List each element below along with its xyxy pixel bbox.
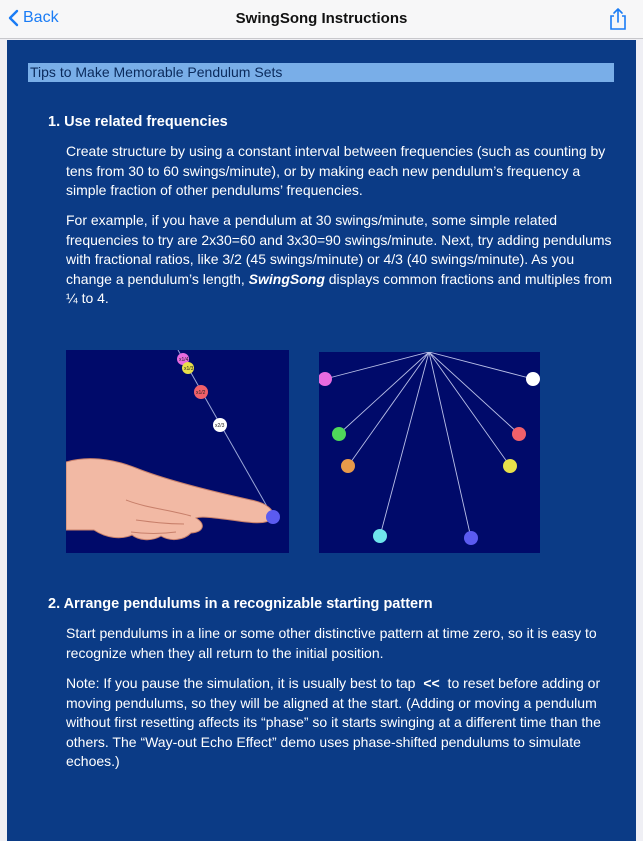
- pendulum-bob: [526, 372, 540, 386]
- marker-label: x2/3: [215, 423, 225, 429]
- pendulum-bob: [318, 372, 332, 386]
- pendulum-bob: [464, 531, 478, 545]
- back-button-label: Back: [23, 9, 59, 26]
- section-2-paragraph-1: Start pendulums in a line or some other …: [66, 625, 597, 661]
- instructions-content[interactable]: Tips to Make Memorable Pendulum Sets 1. …: [7, 40, 636, 841]
- figure-right-svg: [318, 351, 540, 545]
- paragraph-text: For example, if you have a pendulum at 3…: [66, 212, 612, 287]
- pendulum-bob: [266, 510, 280, 524]
- section-1-heading: 1. Use related frequencies: [48, 114, 228, 130]
- marker-half: [194, 385, 208, 399]
- pendulum-pattern-figure: [318, 351, 540, 553]
- marker-label: x1/4: [179, 357, 189, 363]
- marker-quarter: [177, 353, 189, 365]
- navigation-bar: Back SwingSong Instructions: [0, 0, 643, 39]
- page-title: SwingSong Instructions: [235, 10, 408, 27]
- pendulum-bob: [512, 427, 526, 441]
- marker-two-thirds: [213, 418, 227, 432]
- marker-third: [182, 362, 194, 374]
- share-button[interactable]: [609, 7, 627, 36]
- pendulum-bob: [341, 459, 355, 473]
- pendulum-bob: [503, 459, 517, 473]
- pointing-hand-illustration: [65, 458, 274, 541]
- paragraph-text: displays common fractions and multiples …: [66, 270, 612, 307]
- pendulum-bob: [332, 427, 346, 441]
- reset-key-label: <<: [423, 675, 440, 691]
- section-2-heading: 2. Arrange pendulums in a recognizable s…: [48, 596, 433, 612]
- figure-left-svg: x1/4 x1/3 x1/2 x2/3: [65, 349, 280, 541]
- marker-label: x1/2: [196, 390, 206, 396]
- section-1-paragraph-1: Create structure by using a constant int…: [66, 143, 606, 198]
- app-name: SwingSong: [248, 270, 325, 287]
- tips-section-header: Tips to Make Memorable Pendulum Sets: [28, 63, 614, 82]
- chevron-left-icon: [8, 9, 19, 27]
- pendulum-bob: [373, 529, 387, 543]
- fraction-markers-figure: x1/4 x1/3 x1/2 x2/3: [65, 349, 289, 553]
- section-2-paragraph-2: Note: If you pause the simulation, it is…: [66, 674, 614, 772]
- back-button[interactable]: Back: [8, 9, 59, 27]
- paragraph-text: to reset before adding or moving pendulu…: [66, 675, 601, 769]
- paragraph-text: Note: If you pause the simulation, it is…: [66, 675, 420, 691]
- marker-label: x1/3: [184, 366, 194, 372]
- share-icon: [610, 8, 626, 30]
- section-1-paragraph-2: For example, if you have a pendulum at 3…: [66, 211, 614, 309]
